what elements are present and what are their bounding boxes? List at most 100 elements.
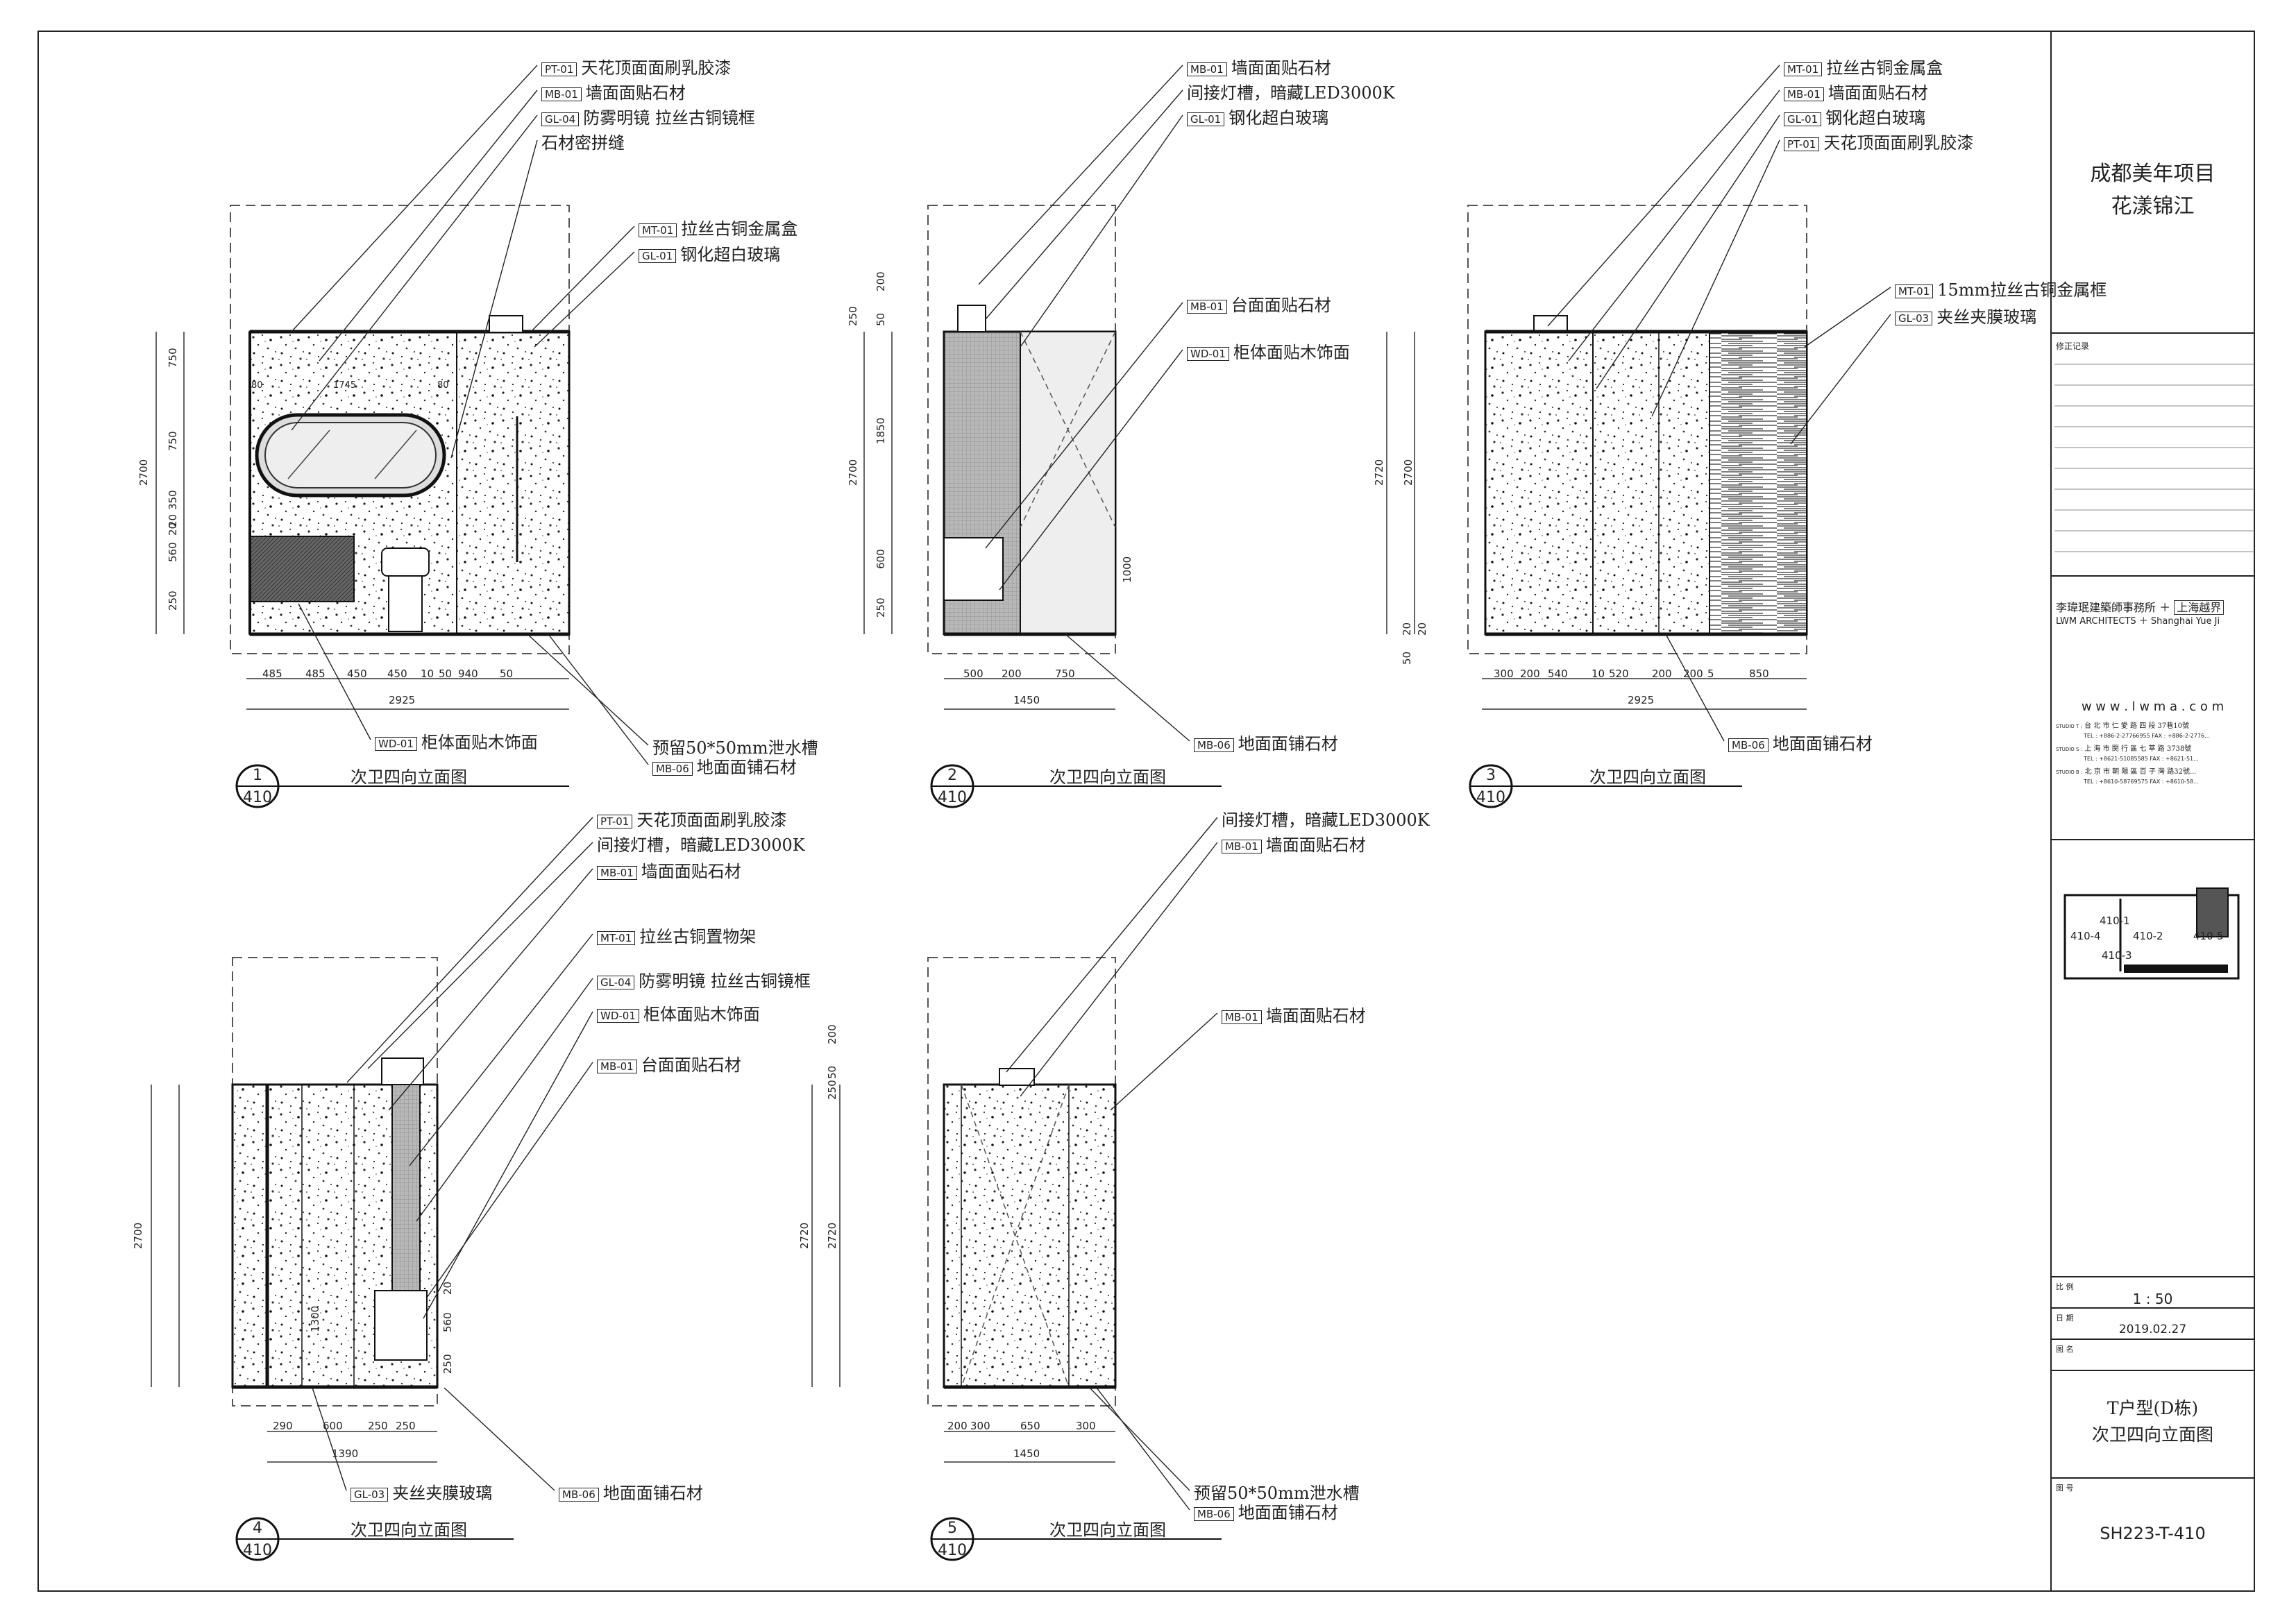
material-description: 墙面面贴石材 (641, 862, 741, 881)
key-plan-label-1[interactable]: 410-1 (2100, 915, 2130, 927)
dimension-label: 600 (875, 549, 887, 569)
dimension-label: 200 (1683, 668, 1703, 680)
dimension-label: 1390 (332, 1447, 359, 1460)
key-plan-label-5[interactable]: 410-5 (2193, 930, 2224, 942)
drawing-name-label: 图 名 (2056, 1345, 2074, 1354)
leader-line (416, 978, 593, 1222)
material-description: 墙面面贴石材 (1827, 83, 1928, 103)
material-code-tag: MB-01 (597, 1059, 637, 1073)
leader-line (1089, 1387, 1190, 1491)
dimension-label: 200 (826, 1024, 838, 1044)
dimension-label: 200 (875, 271, 887, 291)
view-number: 1 (253, 767, 262, 784)
material-code-tag: WD-01 (375, 736, 417, 751)
view-sheet-number: 410 (243, 789, 272, 806)
dimension-label: 2925 (389, 694, 416, 706)
leader-line (388, 868, 593, 1111)
material-callout: 石材密拼缝 (541, 129, 625, 153)
material-code-tag: MB-01 (1222, 839, 1262, 853)
dimension-label: 350 (167, 490, 179, 510)
material-code-tag: MB-01 (597, 865, 637, 880)
material-code-tag: MB-06 (559, 1487, 599, 1502)
studio-b: STUDIO B : 北 京 市 朝 陽 區 百 子 灣 路32號... TEL… (2056, 768, 2199, 785)
leader-line (1096, 1387, 1190, 1511)
material-description: 墙面面贴石材 (1265, 835, 1366, 855)
dimension-label: 2700 (1402, 459, 1415, 486)
material-description: 钢化超白玻璃 (680, 245, 781, 264)
elevation-view-3 (1386, 205, 1808, 808)
material-code-tag: MB-01 (1222, 1010, 1262, 1024)
material-code-tag: MT-01 (1784, 62, 1823, 76)
view-number: 4 (253, 1520, 262, 1537)
material-code-tag: MB-06 (1194, 1506, 1234, 1521)
dimension-label: 200 (1652, 668, 1672, 680)
elevation-view-1 (155, 205, 571, 808)
leader-line (319, 90, 538, 362)
dimension-label: 200 (1002, 668, 1022, 680)
material-code-tag: MB-06 (652, 761, 693, 776)
leader-line (999, 349, 1183, 590)
material-description: 地面面铺石材 (696, 758, 797, 777)
dimension-label: 10 (1592, 668, 1605, 680)
dimension-label: 650 (1020, 1420, 1040, 1432)
view-sheet-number: 410 (243, 1542, 272, 1559)
dimension-label: 5 (1707, 668, 1714, 680)
material-description: 间接灯槽，暗藏LED3000K (1222, 810, 1430, 830)
material-code-tag: GL-04 (541, 112, 580, 126)
dimension-label: 600 (323, 1420, 343, 1432)
drawing-name-2: 次卫四向立面图 (2091, 1425, 2213, 1445)
view-number: 5 (947, 1520, 957, 1537)
key-plan-label-4[interactable]: 410-4 (2070, 930, 2101, 942)
leader-line (978, 65, 1183, 285)
dimension-label: 300 (1494, 668, 1514, 680)
dimension-label: 250 (847, 306, 859, 326)
key-plan-label-3[interactable]: 410-3 (2102, 949, 2132, 962)
leader-line (291, 65, 538, 332)
leader-line (1020, 114, 1183, 348)
leader-line (1804, 287, 1891, 348)
dimension-label: 850 (1749, 668, 1769, 680)
leader-line (426, 1062, 593, 1298)
dimension-label: 250 (396, 1420, 416, 1432)
material-callout: PT-01 天花顶面面刷乳胶漆 (541, 54, 731, 78)
project-title-2: 花漾锦江 (2111, 194, 2195, 219)
material-callout: 间接灯槽，暗藏LED3000K (1187, 79, 1395, 103)
leader-line (409, 933, 593, 1166)
leader-line (367, 842, 593, 1069)
scale-value: 1 : 50 (2132, 1291, 2173, 1307)
dimension-label: 1300 (309, 1305, 321, 1332)
material-code-tag: GL-04 (597, 975, 635, 989)
key-plan-label-2[interactable]: 410-2 (2133, 930, 2163, 942)
leader-line (423, 1011, 593, 1319)
material-code-tag: PT-01 (541, 62, 577, 76)
firm-website[interactable]: w w w . l w m a . c o m (2081, 699, 2225, 714)
firm-name-cn: 李瑋珉建築師事務所 ＋ 上海越界 (2056, 598, 2225, 615)
material-description: 天花顶面面刷乳胶漆 (581, 58, 732, 78)
material-description: 拉丝古铜置物架 (639, 927, 757, 946)
leader-line (298, 603, 371, 740)
dimension-label: 80 (437, 380, 449, 391)
material-description: 地面面铺石材 (1238, 734, 1338, 754)
leader-line (444, 1387, 555, 1491)
material-description: 拉丝古铜金属盒 (1826, 58, 1943, 78)
view-sheet-number: 410 (1476, 789, 1505, 806)
dimension-label: 80 (251, 380, 263, 391)
revision-label: 修正记录 (2056, 341, 2090, 351)
dimension-label: 500 (963, 668, 984, 680)
material-description: 地面面铺石材 (1772, 734, 1873, 754)
material-code-tag: MB-01 (541, 87, 582, 101)
dimension-label: 200 (1520, 668, 1540, 680)
material-code-tag: WD-01 (1187, 346, 1229, 361)
dimension-label: 2925 (1628, 694, 1655, 706)
